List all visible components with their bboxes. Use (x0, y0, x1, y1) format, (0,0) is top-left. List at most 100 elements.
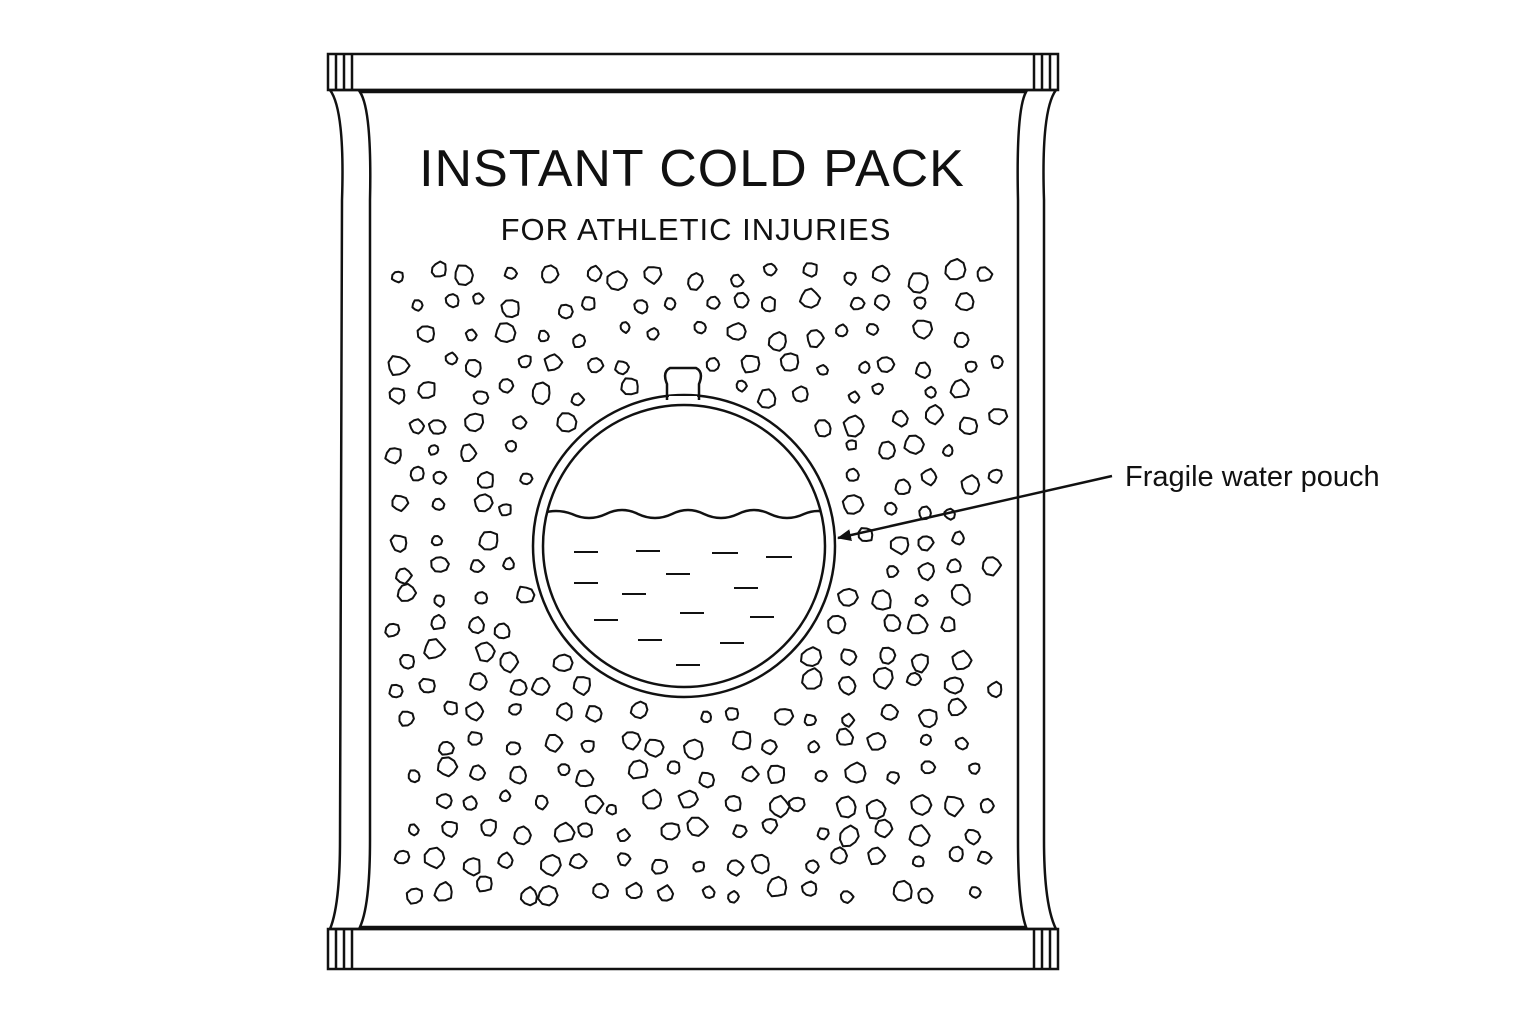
pouch-neck (663, 366, 703, 400)
granule (656, 884, 675, 902)
granule (509, 678, 528, 696)
granule (871, 589, 892, 611)
granule (917, 535, 935, 552)
pouch-inner-wall (541, 403, 827, 689)
granule (544, 733, 564, 753)
granule (814, 769, 828, 783)
granule (535, 794, 549, 811)
granule (960, 474, 981, 496)
granule (543, 353, 564, 372)
granule (585, 705, 603, 723)
callout-label: Fragile water pouch (1125, 461, 1380, 493)
granule (686, 816, 709, 837)
granule (503, 266, 518, 280)
granule (954, 736, 969, 751)
granule (468, 615, 485, 635)
granule (389, 534, 408, 553)
pouch-outer-wall (531, 393, 837, 699)
granule (727, 890, 740, 904)
granule (498, 503, 512, 517)
granule (762, 262, 778, 277)
granule (726, 859, 745, 877)
granule (616, 852, 632, 867)
granule (843, 271, 857, 286)
granule (866, 323, 880, 336)
granule (417, 381, 436, 399)
granule (627, 759, 649, 780)
granule (800, 880, 818, 897)
granule (500, 299, 520, 319)
bottom-seal-band (326, 927, 1060, 971)
granule (477, 471, 494, 489)
granule (666, 760, 681, 775)
granule (880, 703, 899, 721)
granule (540, 854, 562, 877)
granule (388, 387, 406, 405)
granule (399, 654, 415, 670)
granule (556, 412, 578, 433)
granule (905, 671, 923, 687)
granule (827, 614, 847, 635)
granule (944, 795, 965, 818)
granule (889, 536, 910, 556)
granule (517, 354, 532, 369)
granule (872, 666, 894, 690)
granule (883, 614, 902, 632)
granule (436, 756, 459, 778)
granule (858, 360, 871, 374)
granule (614, 360, 630, 376)
granule (513, 825, 532, 846)
granule (586, 264, 603, 283)
granule (979, 797, 995, 814)
granule (805, 859, 820, 875)
granule (478, 530, 499, 551)
granule (430, 613, 446, 631)
granule (469, 559, 486, 573)
granule (950, 583, 971, 607)
granule (988, 408, 1009, 426)
granule (941, 443, 954, 457)
granule (519, 472, 534, 486)
granule (460, 443, 478, 462)
pack-body-outline (327, 88, 1059, 931)
granule (646, 327, 660, 341)
granule (432, 470, 448, 485)
granule (892, 879, 913, 902)
granule (469, 764, 487, 781)
granule (620, 377, 639, 396)
granule (740, 354, 761, 374)
granule (879, 646, 897, 665)
granule (766, 875, 788, 898)
granule (498, 789, 512, 803)
granule (464, 328, 478, 342)
granule (462, 857, 481, 877)
granule (953, 331, 970, 349)
granule (530, 676, 551, 696)
granule (845, 439, 857, 451)
granule (687, 272, 704, 291)
granule (391, 494, 410, 513)
granule (408, 823, 420, 837)
granule (643, 266, 663, 285)
granule (914, 361, 932, 379)
granule (841, 494, 865, 515)
granule (454, 264, 474, 286)
granule (840, 648, 858, 666)
granule (735, 379, 748, 393)
granule (444, 351, 459, 366)
granule (987, 468, 1003, 484)
granule (949, 378, 970, 399)
granule (663, 297, 677, 311)
granule (756, 388, 777, 409)
granule (774, 708, 795, 726)
granule (407, 769, 421, 784)
granule (416, 325, 435, 343)
granule (917, 562, 935, 582)
granule (621, 731, 642, 751)
granule (433, 594, 445, 608)
granule (387, 355, 411, 376)
pack-title: INSTANT COLD PACK (419, 140, 965, 198)
granule (441, 820, 458, 838)
granule (497, 851, 514, 870)
